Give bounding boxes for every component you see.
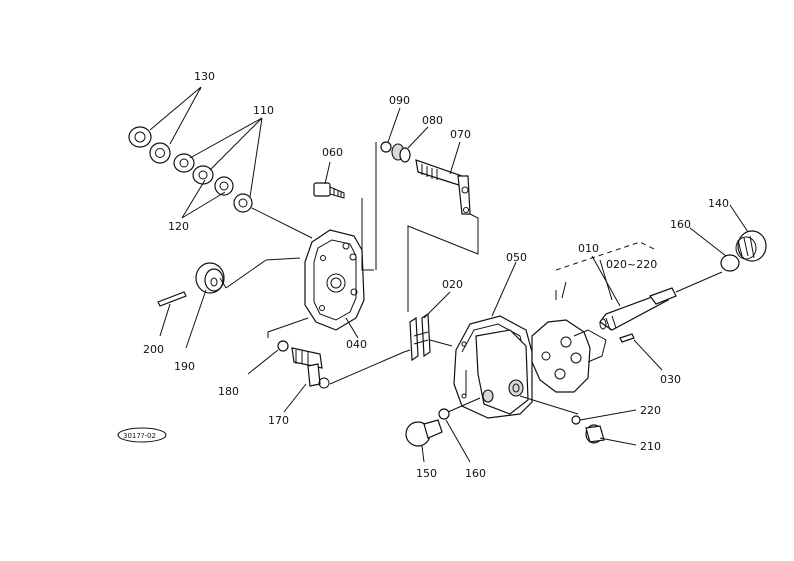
cover-plate-040 (304, 229, 365, 331)
oring-220 (571, 415, 581, 425)
label-030: 030 (660, 373, 681, 386)
lever-170 (291, 347, 330, 389)
label-190: 190 (174, 360, 195, 373)
oring-160-lower (438, 408, 450, 420)
figure-id-text: 3017?-02 (123, 432, 156, 440)
label-020: 020 (442, 278, 463, 291)
pin-030 (619, 333, 635, 343)
label-060: 060 (322, 146, 343, 159)
label-170: 170 (268, 414, 289, 427)
label-110: 110 (253, 104, 274, 117)
label-150: 150 (416, 467, 437, 480)
shaft-070 (415, 159, 471, 215)
label-050: 050 (506, 251, 527, 264)
label-160-lower: 160 (465, 467, 486, 480)
label-220: 220 (640, 404, 661, 417)
washers-110 (173, 153, 253, 213)
label-160-upper: 160 (670, 218, 691, 231)
label-210: 210 (640, 440, 661, 453)
label-020-220: 020~220 (606, 258, 657, 271)
label-200: 200 (143, 343, 164, 356)
cap-080 (391, 143, 411, 163)
label-120: 120 (168, 220, 189, 233)
pump-flange-050 (531, 319, 591, 393)
nut-130 (128, 126, 171, 164)
pin-200 (157, 291, 187, 307)
bracket-020 (409, 312, 431, 362)
cap-190 (195, 262, 225, 294)
label-180: 180 (218, 385, 239, 398)
oring-180 (277, 340, 289, 352)
label-070: 070 (450, 128, 471, 141)
label-130: 130 (194, 70, 215, 83)
label-040: 040 (346, 338, 367, 351)
label-010: 010 (578, 242, 599, 255)
plug-210 (585, 424, 605, 444)
label-140: 140 (708, 197, 729, 210)
drive-shaft-010 (599, 287, 677, 331)
bolt-060 (313, 182, 345, 199)
oring-090 (380, 141, 392, 153)
plug-140 (735, 230, 767, 262)
oring-160-upper (720, 254, 740, 272)
plug-150 (405, 419, 443, 447)
pump-body-050 (453, 315, 533, 419)
figure-id-stamp: 3017?-02 (117, 427, 167, 443)
label-090: 090 (389, 94, 410, 107)
label-080: 080 (422, 114, 443, 127)
